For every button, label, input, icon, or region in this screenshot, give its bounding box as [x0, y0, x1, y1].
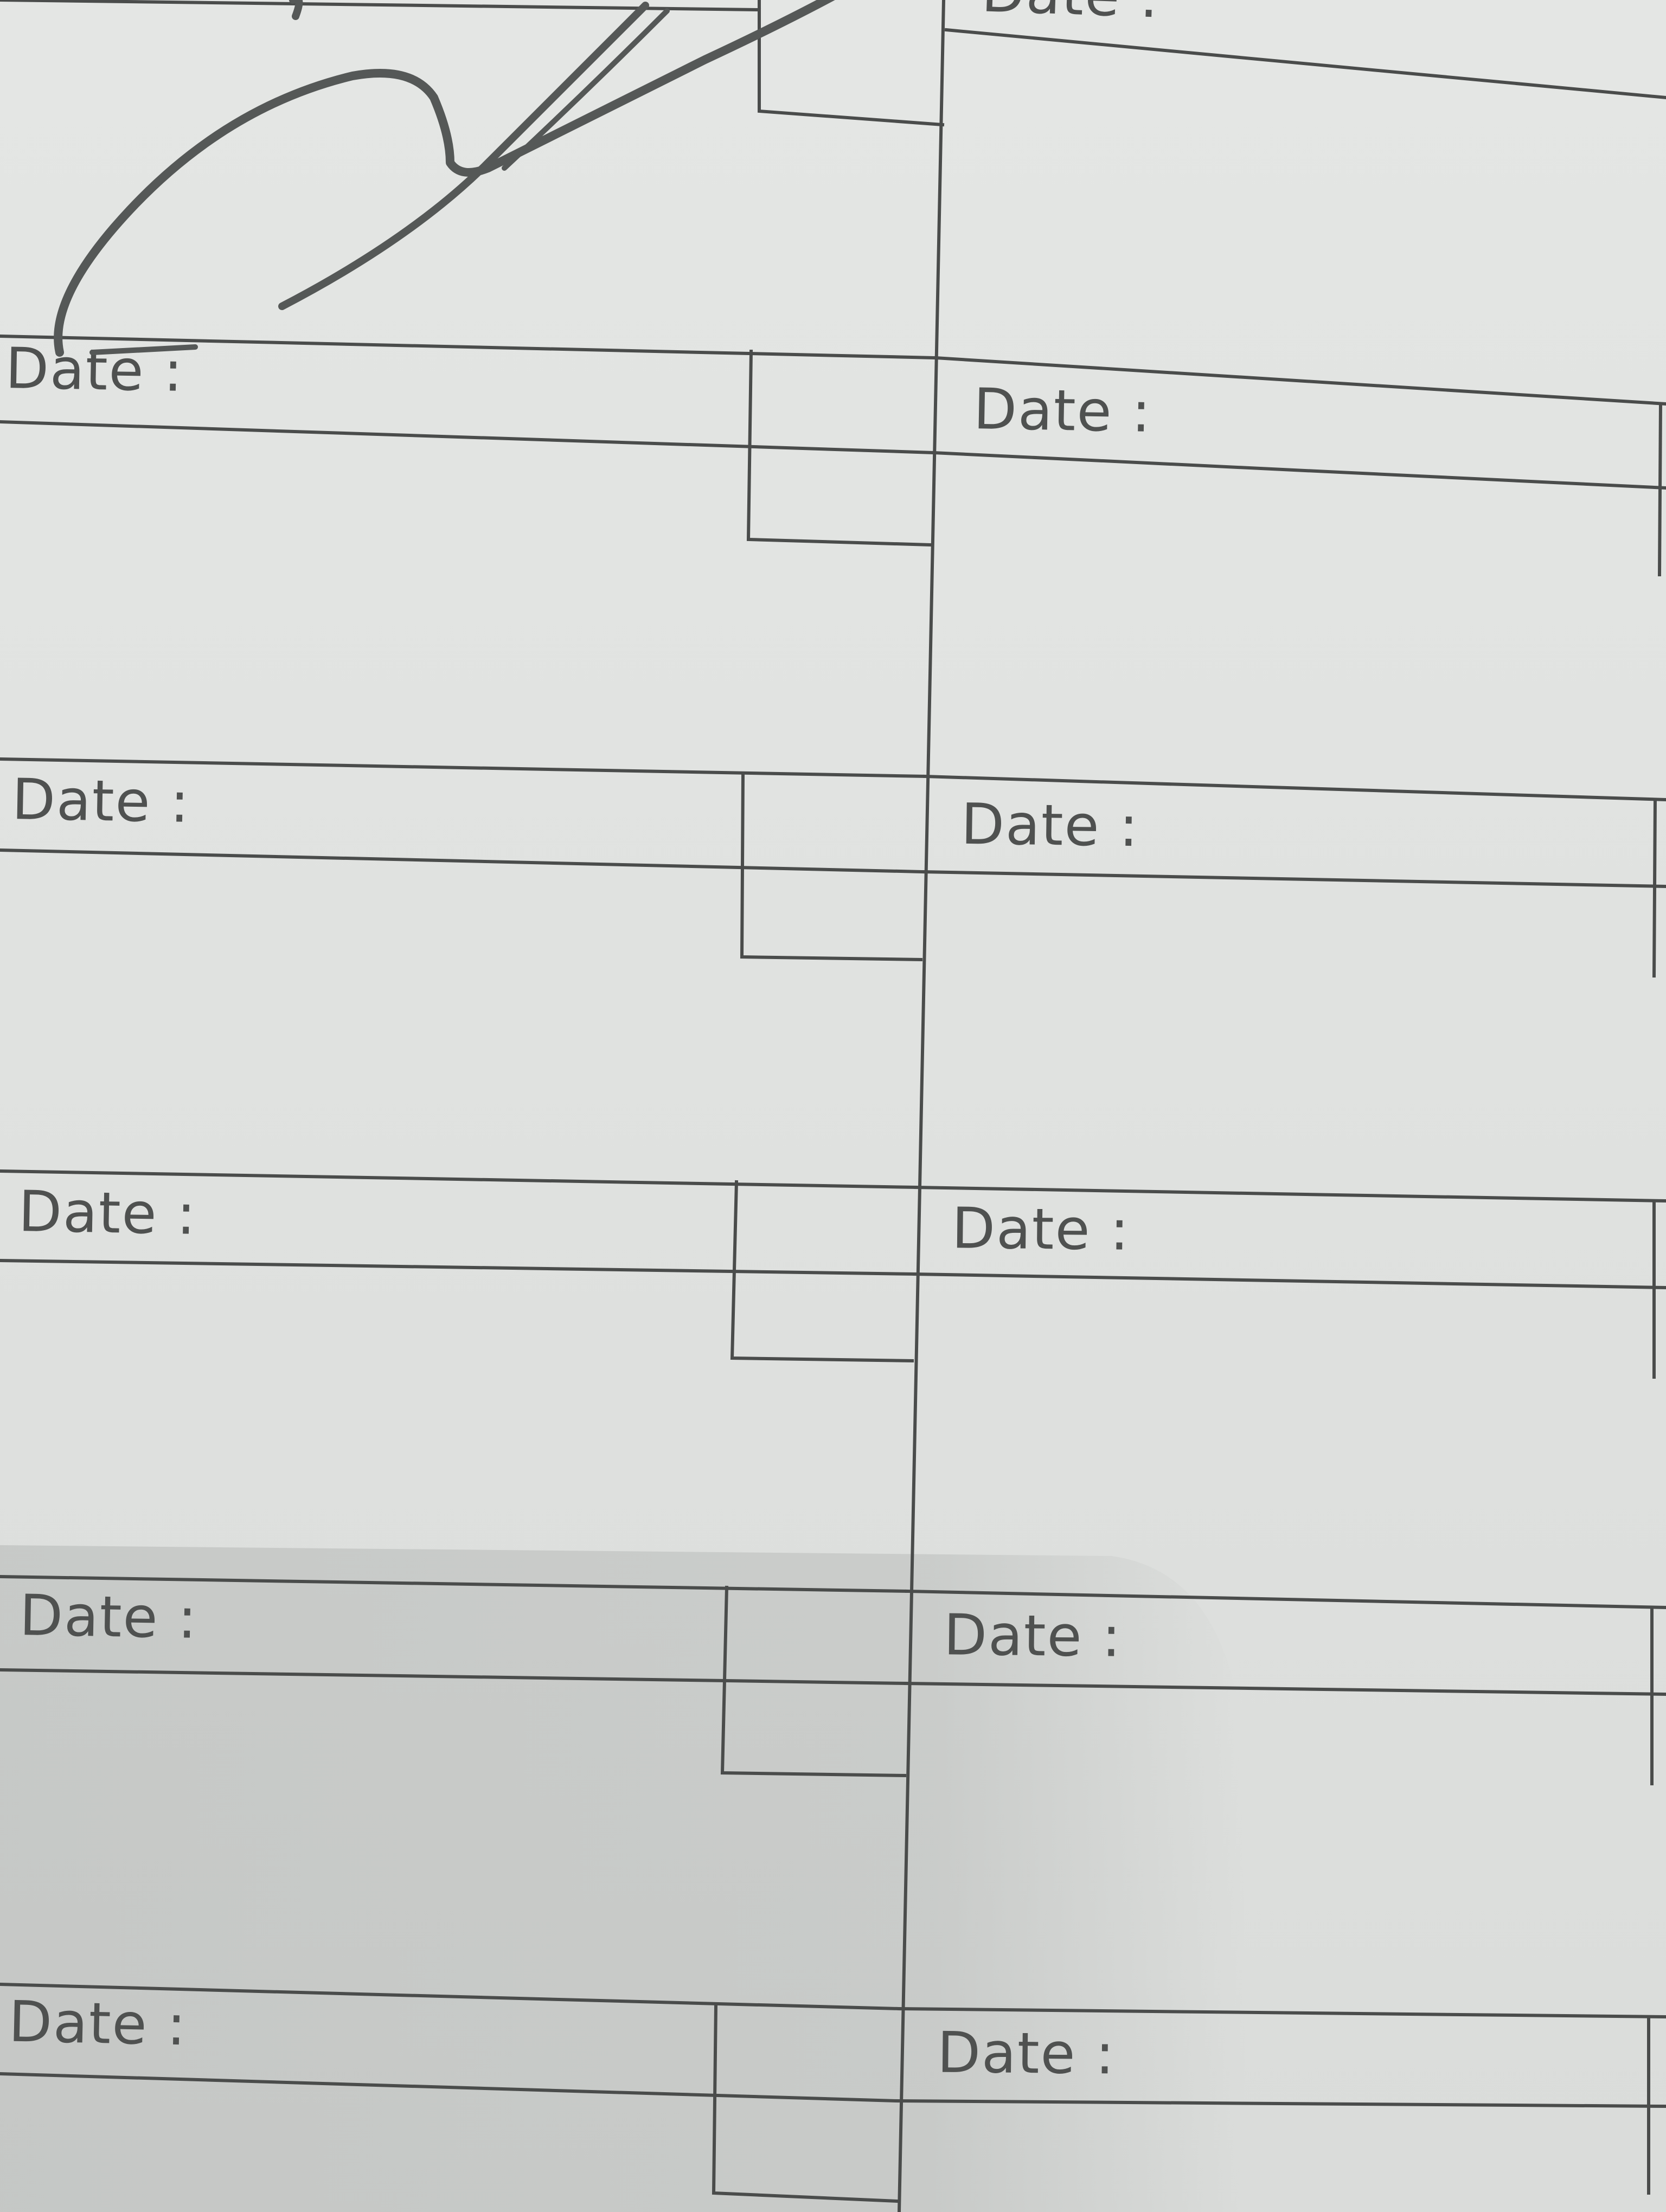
row5-box	[712, 2004, 899, 2203]
row2-box	[740, 773, 923, 962]
left-date-label-4: Date :	[18, 1582, 198, 1651]
right-date-label-4: Date :	[943, 1602, 1123, 1670]
row2-bottom-right	[921, 870, 1666, 889]
row3-box	[730, 1180, 914, 1363]
row1-edge-right	[1657, 402, 1663, 577]
row5-bottom-left	[0, 2072, 899, 2103]
top-right-date-label: Date :	[981, 0, 1161, 31]
left-date-label-2: Date :	[11, 766, 191, 835]
center-divider	[897, 0, 946, 2212]
left-date-label-1: Date :	[4, 335, 184, 404]
row1-bottom-left	[0, 420, 936, 455]
row4-bottom-left	[0, 1668, 908, 1686]
right-date-label-3: Date :	[951, 1195, 1131, 1263]
row1-top-right	[933, 356, 1666, 406]
row3-bottom-left	[0, 1258, 917, 1276]
left-date-label-3: Date :	[17, 1178, 197, 1248]
row2-top-left	[0, 757, 927, 779]
row2-bottom-left	[0, 848, 925, 874]
top-small-box	[758, 0, 945, 127]
row3-top-right	[913, 1185, 1666, 1203]
row3-bottom-right	[912, 1272, 1666, 1290]
row2-top-right	[922, 774, 1666, 802]
top-rule-right	[944, 28, 1666, 100]
row5-top-left	[0, 1982, 901, 2011]
row3-top-left	[0, 1169, 918, 1189]
row5-bottom-right	[895, 2099, 1666, 2108]
row4-top-left	[0, 1574, 909, 1593]
row4-box	[720, 1585, 907, 1778]
row1-box	[746, 349, 933, 547]
top-rule-left	[0, 0, 761, 12]
row5-top-right	[897, 2007, 1666, 2019]
left-date-label-5: Date :	[8, 1988, 188, 2059]
right-date-label-2: Date :	[960, 790, 1140, 860]
right-date-label-1: Date :	[972, 376, 1152, 445]
row4-bottom-right	[904, 1681, 1666, 1696]
right-date-label-5: Date :	[937, 2019, 1116, 2087]
row4-top-right	[905, 1589, 1666, 1610]
row2-edge-right	[1652, 798, 1657, 978]
row1-bottom-right	[932, 451, 1666, 490]
